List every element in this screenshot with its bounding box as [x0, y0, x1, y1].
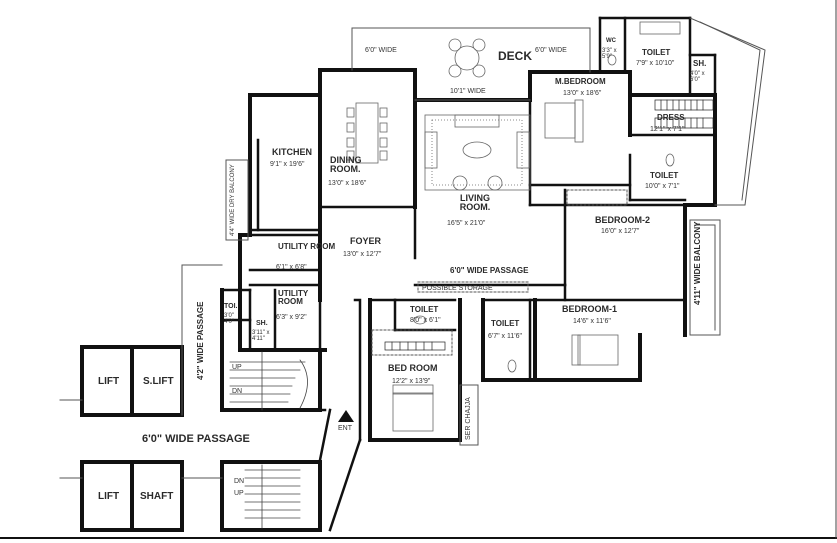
utility-1-size: 6'1" x 6'8" [276, 264, 307, 271]
toilet-3-label: TOILET [410, 305, 439, 314]
toilet-4-label: TOILET [491, 319, 520, 328]
utility-2-label: UTILITY ROOM [278, 289, 309, 306]
toi-size: 3'0" 4'0" [224, 313, 234, 325]
narrow-passage-label: 4'2" WIDE PASSAGE [196, 301, 205, 380]
dining-table [346, 102, 388, 164]
master-bedroom-size: 13'0" x 18'6" [563, 90, 602, 97]
possible-storage-label: POSSIBLE STORAGE [422, 285, 493, 292]
toilet-2-label: TOILET [650, 171, 679, 180]
master-bed [544, 99, 584, 143]
master-shower-label: SH. [693, 59, 707, 68]
lift-1-label: LIFT [98, 376, 120, 387]
inner-passage-label: 6'0" WIDE PASSAGE [450, 266, 529, 275]
bed-room-size: 12'2" x 13'9" [392, 378, 431, 385]
master-toilet-label: TOILET [642, 48, 671, 57]
entry-label: ENT [338, 425, 352, 432]
wc-size: 3'3" x 5'9" [602, 48, 617, 60]
kitchen-size: 9'1" x 19'6" [270, 161, 305, 168]
bed-room-label: BED ROOM [388, 363, 438, 373]
deck-right-width: 6'0" WIDE [535, 47, 567, 54]
living-label: LIVING ROOM. [459, 193, 491, 212]
bedroom1-bed [571, 334, 619, 366]
living-sofa-set [424, 114, 531, 191]
bedroom-1-size: 14'6" x 11'6" [573, 318, 611, 325]
foyer-size: 13'0" x 12'7" [343, 251, 382, 258]
stair-dn-bottom-label: DN [234, 478, 245, 485]
deck-bottom-width: 10'1" WIDE [450, 88, 486, 95]
toilet-fixtures [413, 21, 681, 373]
master-bedroom-label: M.BEDROOM [555, 77, 606, 86]
kitchen-label: KITCHEN [272, 147, 312, 157]
stair-up-bottom-label: UP [234, 490, 244, 497]
living-size: 16'5" x 21'0" [447, 220, 486, 227]
bedroom-1-label: BEDROOM-1 [562, 304, 618, 314]
dress-label: DRESS [657, 113, 685, 122]
bedroom-2-label: BEDROOM-2 [595, 215, 651, 225]
toilet-3-size: 8'0" x 6'1" [410, 317, 441, 324]
utility-2-size: 6'3" x 9'2" [276, 314, 307, 321]
dress-size: 12'1" x 7'1" [650, 126, 685, 133]
lift-2-label: LIFT [98, 491, 120, 502]
bedroom-bed [392, 384, 434, 432]
toilet-4-size: 6'7" x 11'6" [488, 333, 522, 340]
deck-label: DECK [498, 49, 533, 63]
dry-balcony-label: 4'4" WIDE DRY BALCONY [230, 164, 236, 236]
stair-dn-label: DN [232, 388, 243, 395]
deck-table-set [448, 38, 486, 78]
dining-size: 13'0" x 18'6" [328, 180, 367, 187]
wc-label: WC [606, 38, 616, 44]
toilet-2-size: 10'0" x 7'1" [645, 183, 680, 190]
foyer-label: FOYER [350, 236, 382, 246]
small-shower-label: SH. [256, 320, 268, 327]
small-shower-size: 3'11" x 4'11" [252, 330, 270, 342]
entry-arrow-icon [338, 410, 354, 422]
bedroom-2-size: 16'0" x 12'7" [601, 228, 640, 235]
toi-label: TOI. [224, 303, 238, 310]
master-toilet-size: 7'9" x 10'10" [636, 60, 675, 67]
service-lift-label: S.LIFT [143, 376, 174, 387]
stair-up-label: UP [232, 364, 242, 371]
outer-passage-label: 6'0" WIDE PASSAGE [142, 433, 250, 445]
utility-1-label: UTILITY ROOM [278, 242, 336, 251]
master-shower-size: 4'0" x 6'0" [690, 71, 705, 83]
shaft-label: SHAFT [140, 491, 174, 502]
dining-label: DINING ROOM. [330, 155, 362, 174]
deck-left-width: 6'0" WIDE [365, 47, 397, 54]
ser-chajja-label: SER CHAJJA [465, 397, 472, 440]
balcony-label: 4'11" WIDE BALCONY [693, 221, 702, 306]
